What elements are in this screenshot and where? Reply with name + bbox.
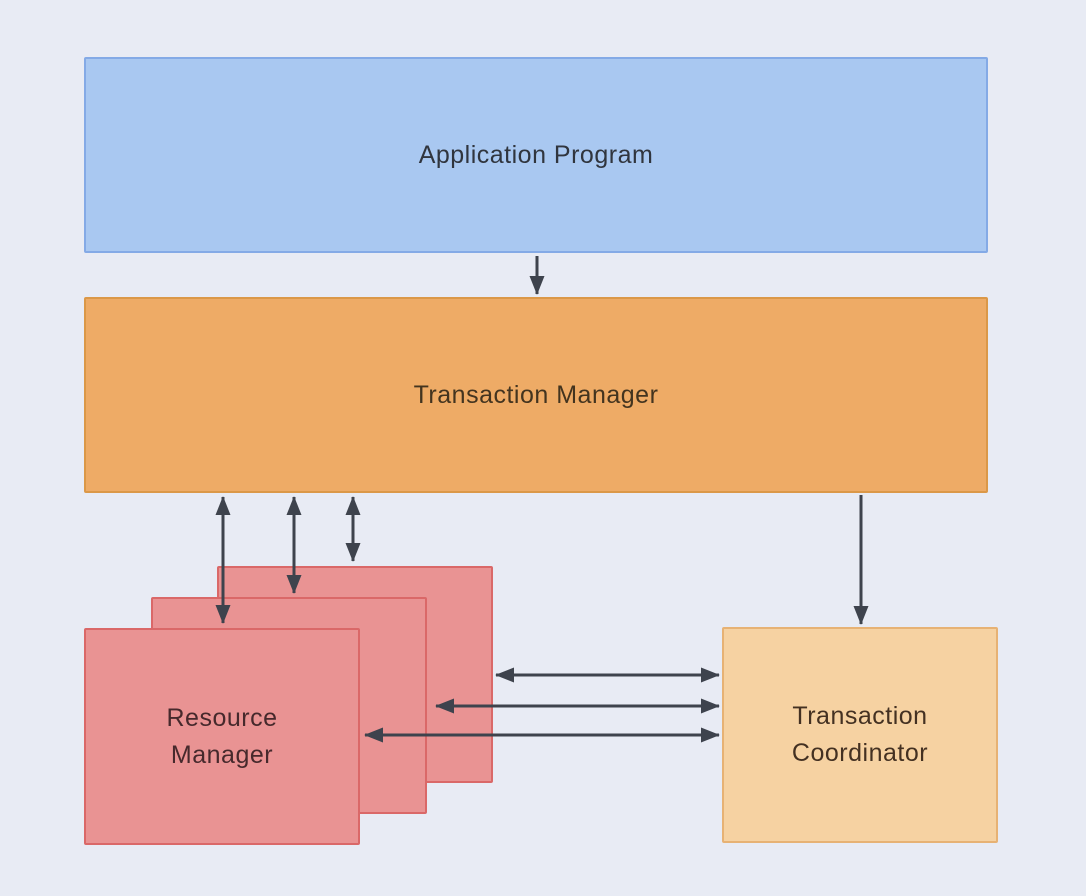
node-label-transaction-coordinator: Transaction Coordinator	[791, 702, 929, 767]
node-resource-manager-front: Resource Manager	[84, 628, 360, 845]
node-transaction-manager: Transaction Manager	[84, 297, 988, 493]
node-label-application-program: Application Program	[418, 140, 654, 169]
node-label-transaction-manager: Transaction Manager	[413, 380, 659, 409]
node-application-program: Application Program	[84, 57, 988, 253]
node-label-resource-manager-front: Resource Manager	[166, 703, 278, 769]
node-transaction-coordinator: Transaction Coordinator	[722, 627, 998, 843]
